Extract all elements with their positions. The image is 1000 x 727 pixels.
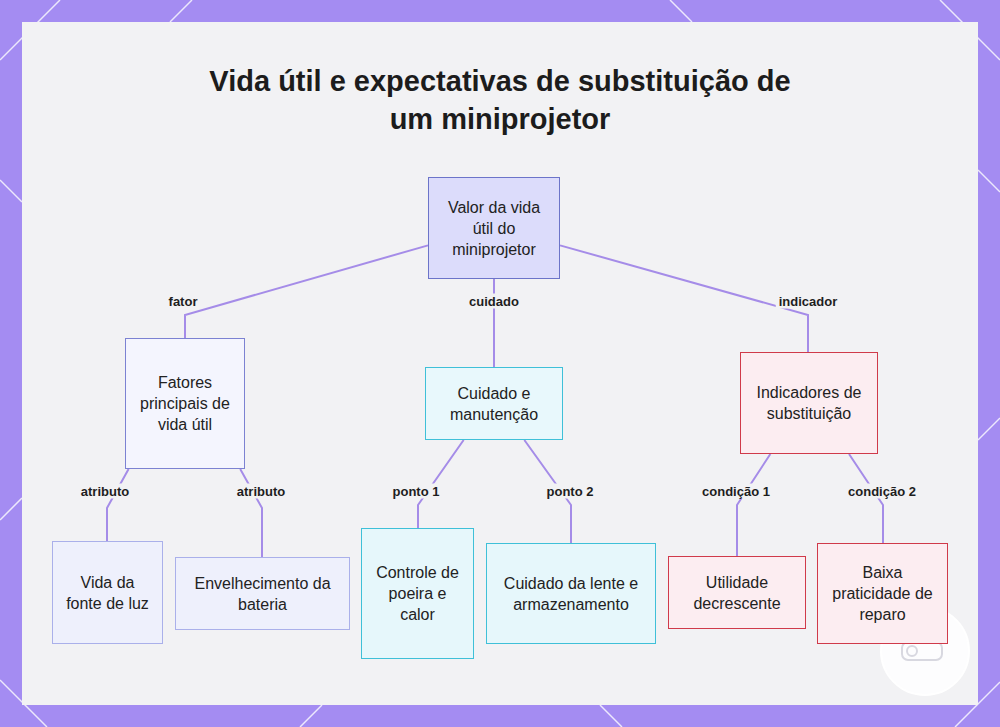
node-text: Baixa praticidade de reparo [826, 562, 939, 625]
edge-label: fator [166, 294, 201, 309]
connector-line [849, 454, 883, 543]
node-text: Vida da fonte de luz [61, 572, 154, 614]
connector-line [240, 469, 262, 557]
concept-box: Cuidado da lente e armazenamento [486, 543, 656, 644]
connector-line [737, 454, 770, 556]
node-text: Valor da vida útil do miniprojetor [437, 197, 551, 260]
edge-label: ponto 1 [390, 484, 443, 499]
node-text: Indicadores de substituição [749, 382, 869, 424]
edge-label: ponto 2 [544, 484, 597, 499]
connector-line [493, 279, 495, 367]
concept-box: Valor da vida útil do miniprojetor [428, 177, 560, 279]
concept-box: Envelhecimento da bateria [175, 557, 350, 630]
concept-box: Controle de poeira e calor [361, 528, 474, 659]
concept-box: Baixa praticidade de reparo [817, 543, 948, 644]
concept-box: Cuidado e manutenção [425, 367, 563, 440]
edge-label: atributo [78, 484, 132, 499]
edge-label: indicador [776, 294, 841, 309]
concept-box: Utilidade decrescente [668, 556, 806, 629]
connector-line [107, 469, 129, 541]
concept-box: Vida da fonte de luz [52, 541, 163, 644]
connector-line [185, 245, 428, 338]
concept-box: Fatores principais de vida útil [125, 338, 245, 469]
edge-label: condição 1 [699, 484, 773, 499]
panel [22, 22, 978, 705]
diagram-title: Vida útil e expectativas de substituição… [200, 62, 800, 138]
node-text: Envelhecimento da bateria [184, 573, 341, 615]
edge-label: cuidado [466, 294, 522, 309]
node-text: Controle de poeira e calor [370, 562, 465, 625]
node-text: Utilidade decrescente [677, 572, 797, 614]
node-text: Cuidado da lente e armazenamento [495, 573, 647, 615]
connector-line [560, 245, 808, 352]
node-text: Cuidado e manutenção [434, 383, 554, 425]
edge-label: atributo [234, 484, 288, 499]
edge-label: condição 2 [845, 484, 919, 499]
node-text: Fatores principais de vida útil [134, 372, 236, 435]
concept-box: Indicadores de substituição [740, 352, 878, 454]
